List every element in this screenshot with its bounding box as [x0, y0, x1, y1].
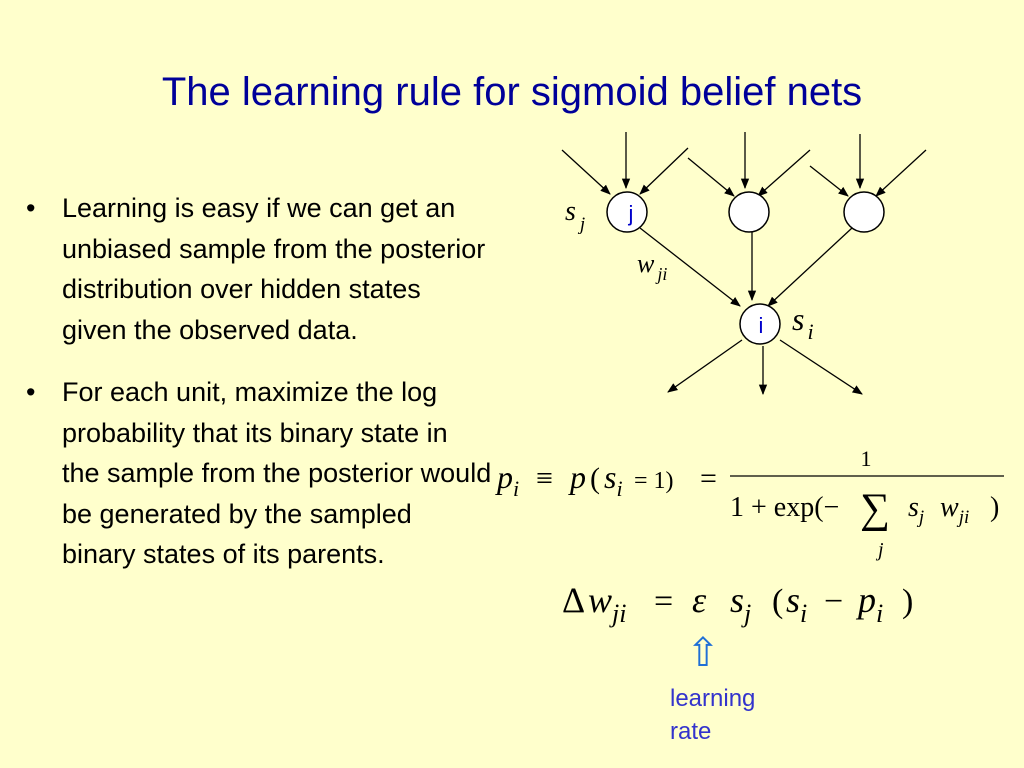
eq2-p-sub: i	[876, 599, 883, 628]
edge-into-node2	[757, 149, 811, 197]
eq2-epsilon: ε	[692, 580, 707, 620]
svg-text:wji: wji	[940, 492, 969, 528]
svg-text:si: si	[604, 459, 623, 501]
node-j-label: j	[628, 201, 634, 226]
equation-sigmoid: pi ≡ p ( si = 1) = 1 1 + exp(− ∑ j sj wj…	[495, 446, 1004, 561]
node-i-label: i	[759, 313, 764, 338]
edge-into-node2	[687, 157, 735, 197]
svg-text:si: si	[786, 580, 807, 628]
eq1-den-w-sub: ji	[956, 507, 970, 528]
svg-text:pi: pi	[495, 459, 519, 501]
eq1-s-sub: i	[616, 476, 622, 501]
eq1-den-w: w	[940, 492, 959, 523]
eq2-delta: Δ	[562, 580, 585, 620]
eq2-minus: −	[824, 583, 843, 620]
edge-out-of-i	[667, 339, 743, 393]
bullet-list: • Learning is easy if we can get an unbi…	[22, 188, 492, 597]
slide-title: The learning rule for sigmoid belief net…	[161, 70, 863, 114]
learning-rate-line2: rate	[670, 718, 712, 745]
bullet-glyph: •	[26, 193, 36, 223]
node-i	[739, 303, 781, 345]
eq2-si-sub: i	[800, 599, 807, 628]
edge-out-of-i	[779, 339, 863, 395]
edge-j-to-i	[639, 227, 741, 307]
edge-into-node3	[809, 165, 849, 197]
up-arrow-icon: ⇧	[686, 630, 720, 676]
node-parent-3	[843, 191, 885, 233]
svg-text:sj: sj	[908, 492, 924, 528]
edge-into-node3	[875, 149, 927, 197]
s-i-base: s	[792, 301, 804, 337]
eq2-paren-open: (	[772, 583, 783, 620]
bullet-glyph: •	[26, 377, 36, 407]
svg-text:wji: wji	[588, 580, 626, 628]
eq1-s: s	[604, 459, 616, 495]
eq1-p-fn: p	[568, 459, 586, 495]
eq2-p: p	[855, 580, 876, 620]
eq1-equals: =	[700, 462, 717, 495]
eq1-eq-one: = 1)	[634, 468, 674, 494]
eq2-equals: =	[654, 583, 673, 620]
eq2-w: w	[588, 580, 612, 620]
edge-into-j	[561, 149, 611, 195]
eq1-open: (	[590, 462, 600, 495]
s-j-base: s	[565, 196, 576, 227]
eq2-s-sub: j	[741, 599, 751, 628]
equation-learning-rule: Δ wji = ε sj ( si − pi )	[562, 580, 913, 628]
eq1-numerator: 1	[861, 446, 872, 471]
eq1-p: p	[495, 459, 513, 495]
eq1-sum: ∑	[860, 486, 890, 532]
node-parent-2	[728, 191, 770, 233]
bullet-text: For each unit, maximize the log probabil…	[62, 377, 492, 569]
bullet-item: • Learning is easy if we can get an unbi…	[22, 188, 492, 350]
eq1-equiv: ≡	[536, 462, 553, 495]
edge-node3-to-i	[767, 227, 853, 307]
learning-rate-caption: learning rate	[670, 682, 755, 748]
eq1-den-s-sub: j	[916, 507, 924, 528]
s-j-sub: j	[577, 214, 585, 235]
bullet-item: • For each unit, maximize the log probab…	[22, 372, 492, 575]
s-i-sub: i	[807, 319, 813, 344]
eq2-si: s	[786, 580, 800, 620]
bullet-text: Learning is easy if we can get an unbias…	[62, 193, 486, 345]
eq1-den-start: 1 + exp(−	[730, 492, 839, 523]
eq1-den-close: )	[990, 492, 999, 523]
svg-text:pi: pi	[855, 580, 883, 628]
node-j	[606, 191, 648, 233]
eq1-p-sub: i	[513, 476, 519, 501]
edge-into-j	[639, 147, 689, 195]
eq2-paren-close: )	[902, 583, 913, 620]
w-ji-base: w	[637, 249, 655, 278]
eq1-den-s: s	[908, 492, 919, 523]
learning-rate-line1: learning	[670, 685, 756, 712]
eq2-s: s	[730, 580, 744, 620]
svg-text:sj: sj	[730, 580, 751, 628]
eq2-w-sub: ji	[609, 599, 626, 628]
eq1-sum-index: j	[875, 539, 884, 561]
w-ji-sub: ji	[655, 264, 667, 284]
